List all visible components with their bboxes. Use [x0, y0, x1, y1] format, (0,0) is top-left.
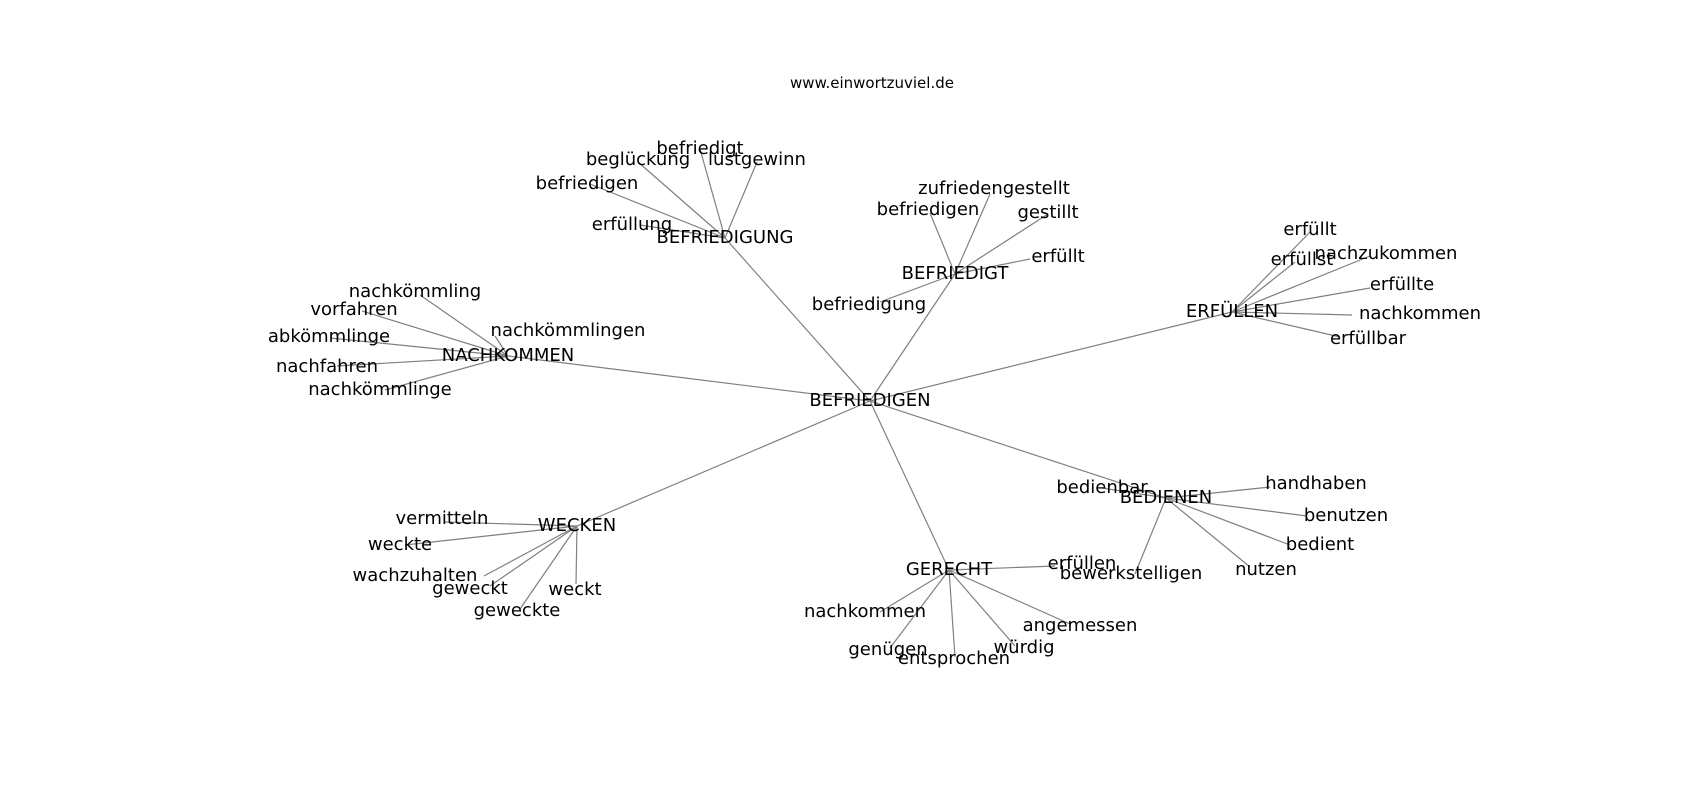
leaf-node-label: erfüllte	[1370, 274, 1434, 295]
leaf-node-label: geweckt	[432, 578, 508, 599]
leaf-node-label: abkömmlinge	[268, 326, 390, 347]
leaf-node-label: zufriedengestellt	[918, 178, 1070, 199]
edge-root-gerecht	[869, 400, 950, 571]
edge-erfüllen-4	[1231, 311, 1353, 316]
edge-root-wecken	[576, 400, 871, 527]
edge-erfüllen-2	[1231, 255, 1371, 313]
edge-bedienen-0	[1101, 487, 1167, 499]
edge-gerecht-4	[948, 569, 1016, 647]
leaf-node-label: befriedigen	[536, 173, 639, 194]
hub-node-label: BEDIENEN	[1120, 487, 1213, 508]
edge-erfüllen-0	[1231, 231, 1311, 313]
edge-erfüllen-3	[1231, 287, 1371, 313]
edge-befriedigung-0	[699, 148, 726, 239]
leaf-node-label: weckt	[548, 579, 601, 600]
edge-befriedigt-4	[879, 273, 956, 303]
hub-node-label: GERECHT	[906, 559, 993, 580]
leaf-node-label: vorfahren	[310, 299, 397, 320]
leaf-node-label: erfüllst	[1271, 249, 1334, 270]
leaf-node-label: nachfahren	[276, 356, 378, 377]
leaf-node-label: nachkömmling	[349, 281, 481, 302]
edge-nachkommen-1	[361, 310, 509, 357]
edge-root-befriedigt	[869, 273, 956, 402]
edge-gerecht-0	[948, 565, 1056, 571]
leaf-node-label: befriedigung	[812, 294, 926, 315]
edge-bedienen-5	[1134, 497, 1167, 575]
hub-node-label: ERFÜLLEN	[1186, 300, 1278, 322]
leaf-node-label: bedienbar	[1056, 477, 1148, 498]
leaf-node-label: vermitteln	[396, 508, 489, 529]
leaf-node-label: wachzuhalten	[353, 565, 478, 586]
edge-wecken-1	[404, 525, 578, 546]
leaf-node-label: nachkömmlinge	[308, 379, 452, 400]
edge-bedienen-2	[1165, 497, 1308, 517]
edge-gerecht-1	[879, 569, 950, 613]
leaf-node-label: benutzen	[1304, 505, 1388, 526]
edge-nachkommen-3	[329, 337, 509, 357]
node-labels: BEFRIEDIGEN BEFRIEDIGUNG befriedigtbeglück…	[268, 138, 1481, 669]
leaf-node-label: angemessen	[1023, 615, 1138, 636]
edge-nachkommen-0	[419, 294, 509, 357]
edge-nachkommen-2	[494, 335, 509, 357]
edge-befriedigt-1	[929, 212, 956, 275]
leaf-node-label: beglückung	[586, 149, 690, 170]
leaf-node-label: erfüllen	[1048, 553, 1117, 574]
edge-gerecht-5	[948, 569, 956, 658]
edge-erfüllen-1	[1231, 261, 1296, 313]
edge-root-befriedigung	[724, 237, 871, 402]
leaf-node-label: entsprochen	[898, 648, 1010, 669]
edge-gerecht-2	[948, 569, 1071, 625]
leaf-node-label: nachzukommen	[1315, 243, 1458, 264]
leaf-node-label: erfüllt	[1031, 246, 1084, 267]
leaf-node-label: befriedigt	[656, 138, 743, 159]
leaf-node-label: bedient	[1286, 534, 1354, 555]
leaf-node-label: geweckte	[474, 600, 561, 621]
edge-wecken-3	[489, 525, 578, 587]
edge-root-bedienen	[869, 400, 1167, 499]
leaf-node-label: handhaben	[1265, 473, 1367, 494]
edge-wecken-4	[575, 525, 578, 585]
edge-nachkommen-4	[336, 355, 509, 367]
leaf-node-label: befriedigen	[877, 199, 980, 220]
edge-wecken-0	[444, 521, 578, 527]
leaf-node-label: nutzen	[1235, 559, 1297, 580]
leaf-node-label: weckte	[368, 534, 432, 555]
edge-befriedigt-3	[954, 258, 1031, 275]
edge-befriedigt-2	[954, 213, 1049, 275]
leaf-node-label: nachkommen	[1359, 303, 1481, 324]
edge-wecken-2	[483, 525, 578, 577]
leaf-node-label: nachkommen	[804, 601, 926, 622]
hub-node-label: BEFRIEDIGUNG	[657, 227, 794, 248]
edge-bedienen-4	[1165, 497, 1251, 568]
edge-root-nachkommen	[507, 355, 871, 402]
leaf-node-label: lustgewinn	[708, 149, 806, 170]
leaf-node-label: würdig	[993, 637, 1054, 658]
edge-bedienen-3	[1165, 497, 1291, 546]
edge-befriedigt-0	[954, 193, 991, 275]
leaf-node-label: bewerkstelligen	[1060, 563, 1203, 584]
edge-bedienen-1	[1165, 486, 1271, 499]
leaf-node-label: genügen	[848, 639, 927, 660]
leaf-node-label: erfüllt	[1283, 219, 1336, 240]
edge-erfüllen-5	[1231, 311, 1341, 338]
hub-node-label: NACHKOMMEN	[442, 345, 574, 366]
leaf-node-label: gestillt	[1018, 202, 1079, 223]
root-node-label: BEFRIEDIGEN	[809, 390, 930, 411]
edge-nachkommen-5	[384, 355, 509, 391]
edge-befriedigung-3	[589, 183, 726, 239]
hub-node-label: BEFRIEDIGT	[902, 263, 1010, 284]
edge-root-erfüllen	[869, 311, 1233, 402]
hub-node-label: WECKEN	[538, 515, 616, 536]
edge-befriedigung-4	[639, 224, 726, 239]
edges	[329, 148, 1371, 658]
site-title: www.einwortzuviel.de	[790, 74, 954, 92]
edge-befriedigung-2	[724, 161, 758, 239]
edge-gerecht-3	[889, 569, 950, 649]
edge-befriedigung-1	[637, 161, 726, 239]
leaf-node-label: erfüllung	[592, 214, 672, 235]
leaf-node-label: erfüllbar	[1330, 328, 1407, 349]
leaf-node-label: nachkömmlingen	[491, 320, 646, 341]
edge-wecken-5	[519, 525, 578, 610]
